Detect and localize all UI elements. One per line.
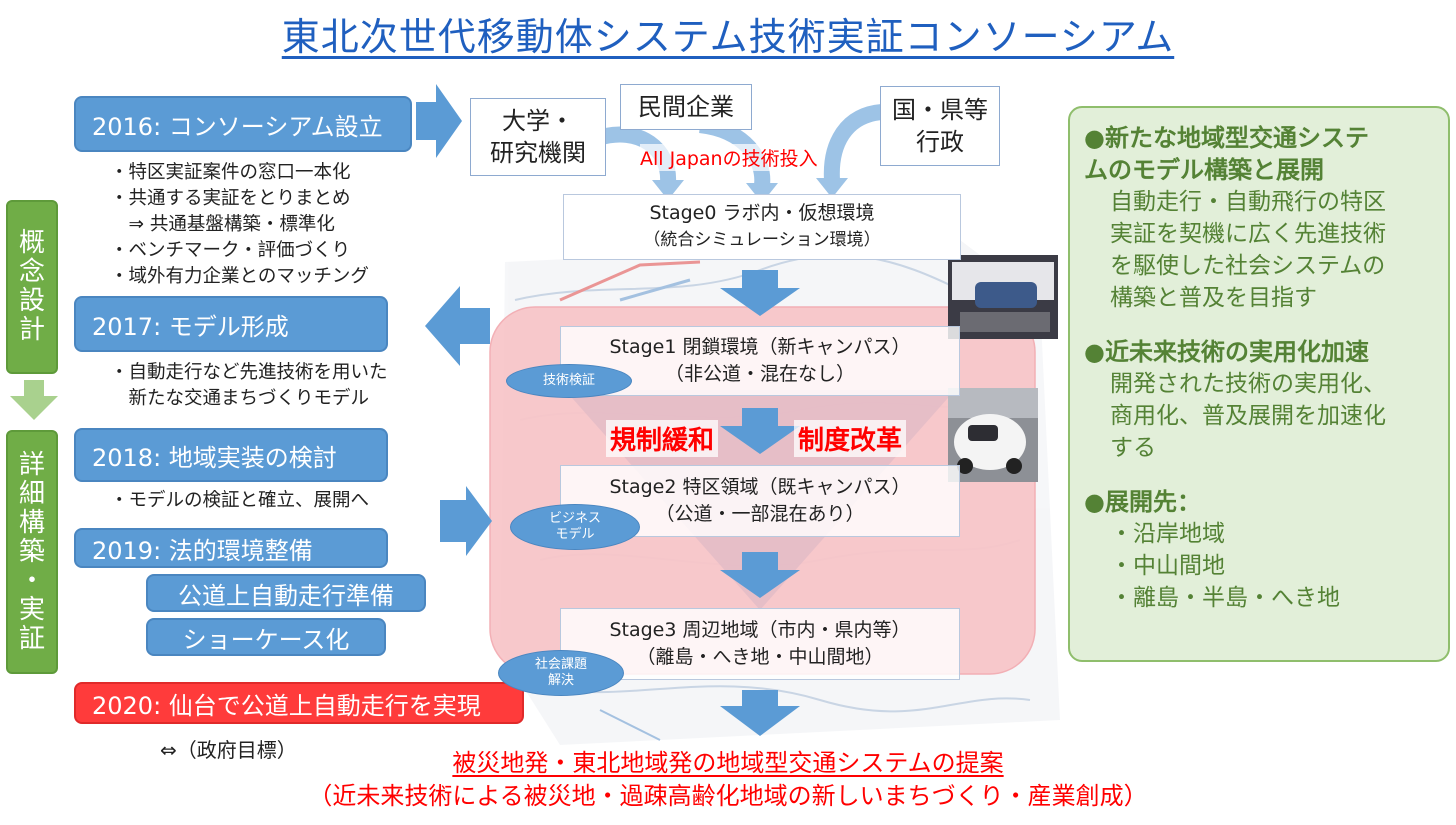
ellipse-text: ビジネス bbox=[548, 511, 601, 526]
curve-arrow-univ bbox=[595, 126, 677, 183]
step-2016-label: 2016: コンソーシアム設立 bbox=[92, 112, 383, 141]
source-line: 国・県等 bbox=[892, 96, 988, 124]
step-2017-label: 2017: モデル形成 bbox=[92, 312, 289, 341]
bullet-item: ⇒ 共通基盤構築・標準化 bbox=[110, 214, 335, 235]
bullet-item: ・域外有力企業とのマッチング bbox=[110, 266, 369, 287]
arrow-2016-right bbox=[416, 84, 462, 158]
phase-char: 概 bbox=[18, 228, 45, 258]
vehicle-photo bbox=[948, 388, 1038, 482]
stage1-title: Stage1 閉鎖環境（新キャンパス） bbox=[609, 336, 911, 358]
phase-char: ・ bbox=[18, 565, 45, 596]
step-2020-box: 2020: 仙台で公道上自動走行を実現 bbox=[74, 682, 524, 724]
phase-char: 設 bbox=[18, 286, 45, 316]
proposal-line: 被災地発・東北地域発の地域型交通システムの提案 bbox=[452, 749, 1004, 777]
ellipse-business-model: ビジネス モデル bbox=[510, 504, 640, 550]
panel-heading-1a: ●新たな地域型交通システ bbox=[1084, 124, 1369, 152]
stage3-sub: （離島・へき地・中山間地） bbox=[636, 646, 884, 668]
phase-char: 証 bbox=[18, 623, 45, 654]
ellipse-text: 技術検証 bbox=[542, 373, 595, 388]
panel-text: する bbox=[1110, 435, 1156, 461]
source-university-box: 大学・ 研究機関 bbox=[470, 98, 606, 176]
step-2017-box: 2017: モデル形成 bbox=[74, 296, 388, 352]
bullet-item: 新たな交通まちづくりモデル bbox=[110, 388, 370, 409]
system-reform-label: 制度改革 bbox=[794, 420, 907, 457]
bullets-2017: ・自動走行など先進技術を用いた 新たな交通まちづくりモデル bbox=[110, 360, 388, 412]
all-japan-label: All Japanの技術投入 bbox=[640, 144, 818, 171]
step-2016-box: 2016: コンソーシアム設立 bbox=[74, 96, 412, 152]
stage0-title: Stage0 ラボ内・仮想環境 bbox=[649, 202, 875, 224]
phase-char: 詳 bbox=[18, 449, 45, 480]
step-2018-box: 2018: 地域実装の検討 bbox=[74, 428, 388, 482]
phase-char: 念 bbox=[18, 257, 45, 287]
phase-arrow bbox=[10, 380, 58, 420]
phase-char: 細 bbox=[18, 478, 45, 509]
source-line: 行政 bbox=[916, 128, 964, 156]
source-private-box: 民間企業 bbox=[620, 84, 752, 130]
ellipse-text: 社会課題 bbox=[534, 657, 587, 672]
panel-heading-1b: ムのモデル構築と展開 bbox=[1084, 156, 1324, 184]
panel-text: 自動走行・自動飛行の特区 bbox=[1110, 189, 1386, 215]
stage1-sub: （非公道・混在なし） bbox=[664, 363, 855, 385]
step-2018-label: 2018: 地域実装の検討 bbox=[92, 443, 337, 472]
government-goal: ⇔（政府目標） bbox=[160, 738, 297, 762]
arrow-s1-s2 bbox=[720, 408, 800, 454]
arrow-2017-left bbox=[425, 286, 490, 366]
curve-arrow-gov bbox=[823, 104, 884, 181]
panel-text: 構築と普及を目指す bbox=[1110, 285, 1317, 311]
panel-text: ・離島・半島・へき地 bbox=[1110, 585, 1340, 611]
stage0-box: Stage0 ラボ内・仮想環境 （統合シミュレーション環境） bbox=[563, 194, 961, 260]
step-2020-label: 2020: 仙台で公道上自動走行を実現 bbox=[92, 691, 481, 720]
stage3-title: Stage3 周辺地域（市内・県内等） bbox=[609, 619, 911, 641]
phase-char: 構 bbox=[18, 507, 45, 538]
ellipse-text: モデル bbox=[555, 527, 595, 542]
ellipse-text: 解決 bbox=[547, 673, 574, 688]
panel-heading-2: ●近未来技術の実用化加速 bbox=[1084, 338, 1369, 366]
source-line: 研究機関 bbox=[490, 139, 586, 167]
stage2-title: Stage2 特区領域（既キャンパス） bbox=[609, 476, 911, 498]
ellipse-tech-verification: 技術検証 bbox=[506, 364, 632, 398]
panel-text: を駆使した社会システムの bbox=[1110, 253, 1386, 279]
stage2-sub: （公道・一部混在あり） bbox=[655, 503, 865, 525]
panel-text: ・中山間地 bbox=[1110, 553, 1225, 579]
bullet-item: ・自動走行など先進技術を用いた bbox=[110, 362, 388, 383]
phase-char: 実 bbox=[18, 594, 45, 625]
panel-heading-3: ●展開先： bbox=[1084, 488, 1201, 516]
simulator-photo bbox=[948, 255, 1058, 339]
sub-step-public-road-label: 公道上自動走行準備 bbox=[178, 581, 394, 610]
arrow-s0-s1 bbox=[720, 270, 800, 316]
step-2019-box: 2019: 法的環境整備 bbox=[74, 528, 388, 568]
panel-text: 実証を契機に広く先進技術 bbox=[1110, 221, 1386, 247]
panel-text: 開発された技術の実用化、 bbox=[1110, 371, 1386, 397]
arrow-s3-bottom bbox=[720, 690, 800, 736]
arrow-2018-right bbox=[440, 486, 492, 556]
panel-text: ・沿岸地域 bbox=[1110, 521, 1225, 547]
bullet-item: ・ベンチマーク・評価づくり bbox=[110, 240, 351, 261]
step-2019-label: 2019: 法的環境整備 bbox=[92, 536, 313, 565]
stage0-sub: （統合シミュレーション環境） bbox=[643, 230, 881, 250]
bullets-2018: ・モデルの検証と確立、展開へ bbox=[110, 488, 369, 514]
bullet-item: ・特区実証案件の窓口一本化 bbox=[110, 162, 351, 183]
phase-char: 築 bbox=[18, 536, 45, 567]
ellipse-social-issues: 社会課題 解決 bbox=[498, 650, 624, 696]
page-title: 東北次世代移動体システム技術実証コンソーシアム bbox=[281, 15, 1175, 59]
bullet-item: ・共通する実証をとりまとめ bbox=[110, 188, 351, 209]
deregulation-label: 規制緩和 bbox=[606, 420, 719, 457]
panel-text: 商用化、普及展開を加速化 bbox=[1110, 403, 1386, 429]
source-line: 民間企業 bbox=[638, 93, 734, 121]
source-line: 大学・ bbox=[502, 107, 574, 135]
arrow-s2-s3 bbox=[720, 552, 800, 598]
sub-step-public-road-box: 公道上自動走行準備 bbox=[146, 574, 426, 612]
sub-step-showcase-box: ショーケース化 bbox=[146, 618, 386, 656]
phase-char: 計 bbox=[18, 315, 45, 345]
bullet-item: ・モデルの検証と確立、展開へ bbox=[110, 490, 370, 511]
phase-bar-concept: 概 念 設 計 bbox=[6, 200, 58, 374]
bullets-2016: ・特区実証案件の窓口一本化 ・共通する実証をとりまとめ ⇒ 共通基盤構築・標準化… bbox=[110, 160, 369, 290]
source-government-box: 国・県等 行政 bbox=[880, 86, 1000, 166]
proposal-subline: （近未来技術による被災地・過疎高齢化地域の新しいまちづくり・産業創成） bbox=[308, 782, 1148, 810]
stage3-box: Stage3 周辺地域（市内・県内等） （離島・へき地・中山間地） bbox=[560, 608, 960, 680]
phase-bar-implementation: 詳 細 構 築 ・ 実 証 bbox=[6, 430, 58, 674]
sub-step-showcase-label: ショーケース化 bbox=[182, 625, 350, 654]
right-panel: ●新たな地域型交通システ ムのモデル構築と展開 自動走行・自動飛行の特区 実証を… bbox=[1068, 106, 1450, 662]
